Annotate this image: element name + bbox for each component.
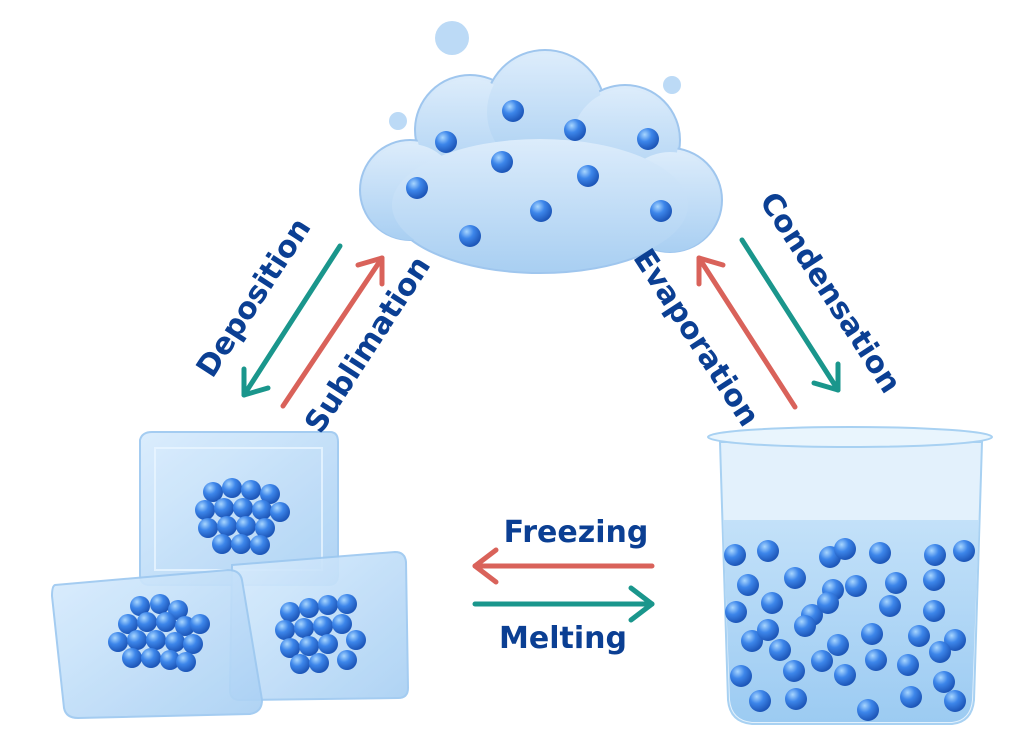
ice-cube-left [50, 568, 264, 720]
condensation-arrow [739, 237, 841, 393]
evaporation-arrow [696, 255, 798, 410]
beaker-of-water-icon [707, 426, 993, 725]
cloud-icon [359, 21, 723, 274]
deposition-label: Deposition [190, 212, 319, 384]
freezing-label: Freezing [504, 515, 649, 550]
melting-label: Melting [499, 621, 627, 656]
melting-arrow [472, 585, 655, 623]
gas-particles [406, 100, 672, 247]
liquid-particles [724, 538, 975, 721]
sublimation-arrow [280, 255, 385, 409]
deposition-arrow [241, 243, 343, 398]
ice-cubes-icon [50, 431, 410, 720]
ice-cube-right [228, 550, 410, 702]
freezing-arrow [472, 547, 655, 585]
evaporation-label: Evaporation [626, 243, 766, 433]
